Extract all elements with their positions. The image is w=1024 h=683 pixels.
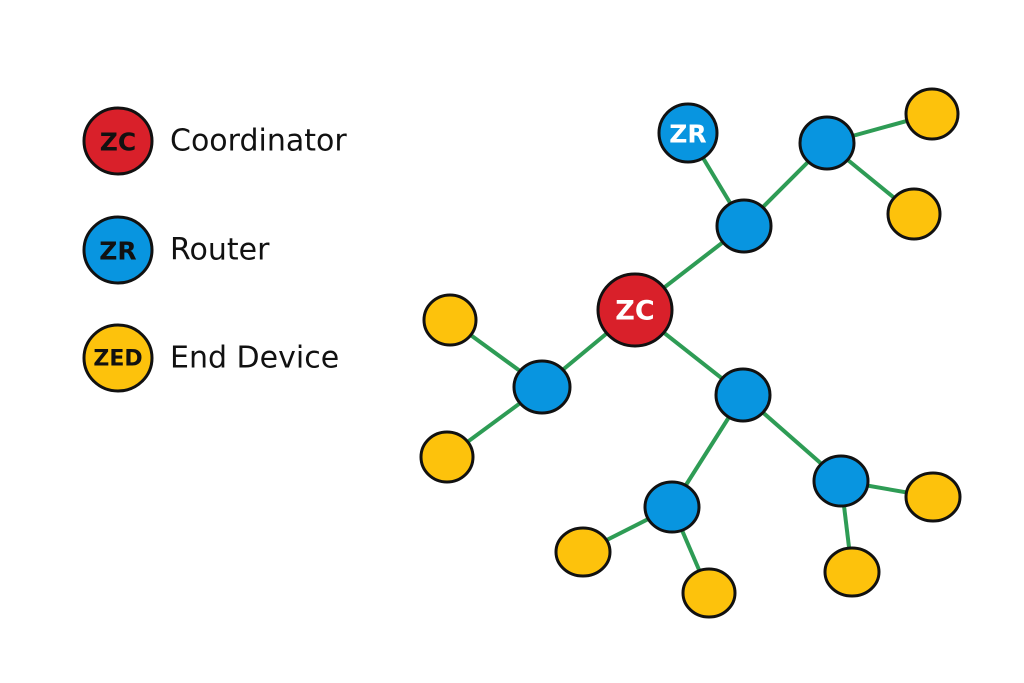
end-device-circle xyxy=(886,187,942,241)
node-coordinator: ZC xyxy=(596,272,674,348)
node-router xyxy=(643,480,701,534)
legend-coordinator-icon xyxy=(82,106,154,176)
node-router xyxy=(714,367,772,423)
end-device-circle xyxy=(554,526,612,578)
legend-label: End Device xyxy=(170,341,339,376)
node-end-device xyxy=(681,567,737,619)
end-device-circle xyxy=(419,430,475,484)
legend-item-end-device: ZED End Device xyxy=(82,323,339,393)
legend-router-icon xyxy=(82,215,154,285)
router-circle xyxy=(715,198,773,254)
end-device-circle xyxy=(681,567,737,619)
router-circle xyxy=(812,454,870,508)
node-end-device xyxy=(823,546,881,598)
end-device-circle xyxy=(823,546,881,598)
node-end-device xyxy=(904,471,962,523)
router-circle xyxy=(714,367,772,423)
node-end-device xyxy=(422,293,478,347)
end-device-circle xyxy=(904,471,962,523)
node-end-device xyxy=(886,187,942,241)
legend-item-router: ZR Router xyxy=(82,215,270,285)
legend-label: Router xyxy=(170,233,270,268)
node-end-device xyxy=(904,87,960,141)
legend-end-device-icon xyxy=(82,323,154,393)
router-circle xyxy=(512,359,572,415)
legend-item-coordinator: ZC Coordinator xyxy=(82,106,347,176)
node-router: ZR xyxy=(657,102,719,164)
node-router xyxy=(812,454,870,508)
node-router xyxy=(512,359,572,415)
end-device-circle xyxy=(904,87,960,141)
node-router xyxy=(798,115,856,171)
node-label: ZR xyxy=(669,120,706,149)
legend-abbr: ZR xyxy=(99,237,136,266)
end-device-circle xyxy=(422,293,478,347)
node-end-device xyxy=(554,526,612,578)
node-router xyxy=(715,198,773,254)
network-nodes: ZC ZR xyxy=(419,87,962,619)
router-circle xyxy=(657,102,719,164)
coordinator-circle xyxy=(596,272,674,348)
legend-abbr: ZC xyxy=(100,128,136,157)
node-end-device xyxy=(419,430,475,484)
legend-abbr: ZED xyxy=(93,347,142,372)
legend-label: Coordinator xyxy=(170,124,347,159)
router-circle xyxy=(643,480,701,534)
router-circle xyxy=(798,115,856,171)
node-label: ZC xyxy=(615,296,654,327)
